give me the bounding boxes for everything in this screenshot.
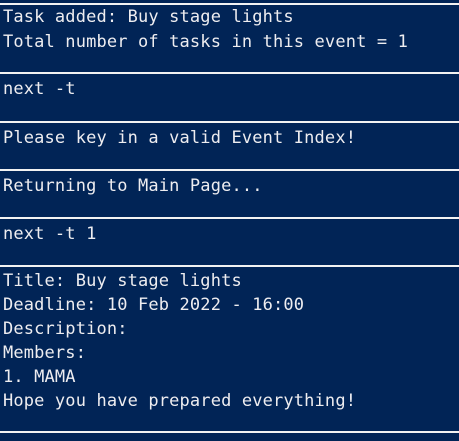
separator-line	[0, 217, 459, 219]
output-line: Returning to Main Page...	[3, 176, 263, 196]
separator-line	[0, 3, 459, 5]
output-line: Description:	[3, 319, 128, 339]
output-line: 1. MAMA	[3, 367, 76, 387]
output-line: Task added: Buy stage lights	[3, 7, 294, 27]
separator-line	[0, 72, 459, 74]
command-line: next -t	[3, 79, 76, 99]
output-line: Deadline: 10 Feb 2022 - 16:00	[3, 295, 305, 315]
separator-line	[0, 431, 459, 433]
output-line: Members:	[3, 343, 87, 363]
separator-line	[0, 265, 459, 267]
command-line: next -t 1	[3, 224, 97, 244]
output-line: Title: Buy stage lights	[3, 271, 242, 291]
output-line: Hope you have prepared everything!	[3, 391, 357, 411]
separator-line	[0, 169, 459, 171]
separator-line	[0, 121, 459, 123]
output-line: Please key in a valid Event Index!	[3, 128, 357, 148]
output-line: Total number of tasks in this event = 1	[3, 32, 409, 52]
